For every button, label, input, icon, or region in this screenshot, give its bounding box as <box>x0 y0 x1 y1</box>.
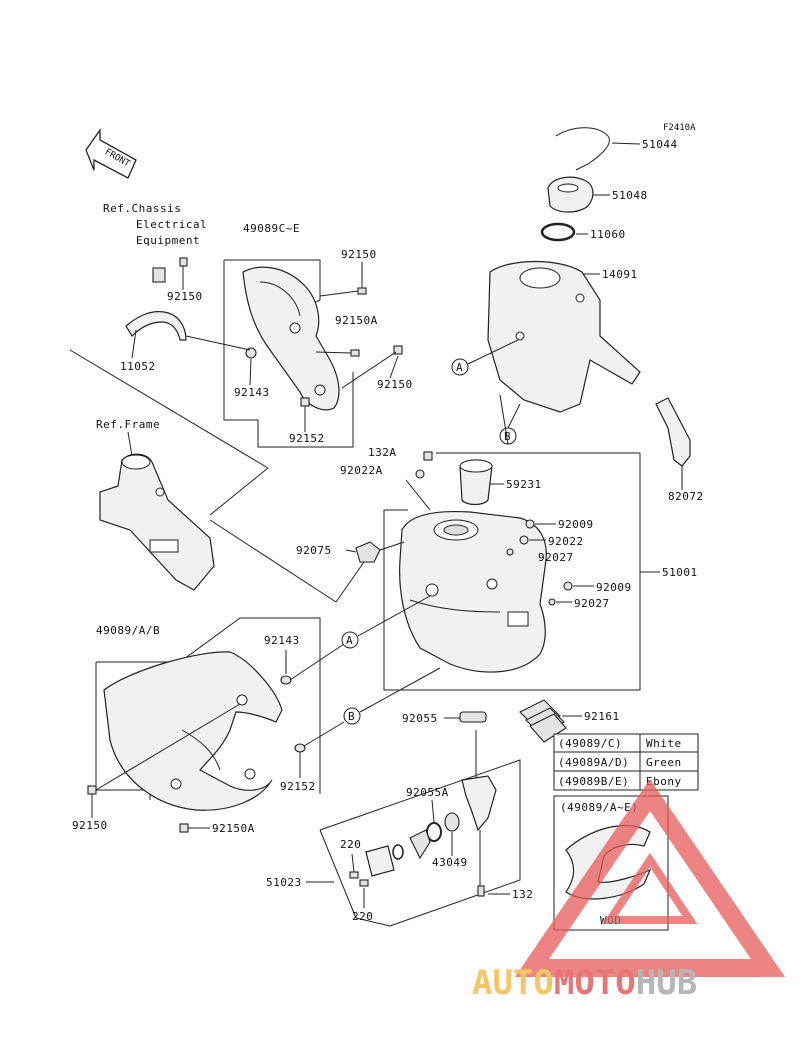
part-92150-top: 92150 <box>341 248 377 261</box>
pipe-11052 <box>125 311 187 341</box>
part-51023: 51023 <box>266 876 302 889</box>
group-label-decal: (49089/A~E) <box>560 801 638 814</box>
grommet-92075 <box>355 541 381 563</box>
decal-box <box>553 795 669 931</box>
breather-hose <box>555 127 610 171</box>
part-11052: 11052 <box>120 360 156 373</box>
part-92150-left: 92150 <box>167 290 203 303</box>
part-92009-b: 92009 <box>596 581 632 594</box>
part-51048: 51048 <box>612 189 648 202</box>
part-92150a-low: 92150A <box>212 822 255 835</box>
o-ring-43049 <box>444 812 460 832</box>
lower-shroud <box>103 651 283 811</box>
callout-a-lower <box>341 631 359 649</box>
part-92150-mid: 92150 <box>377 378 413 391</box>
gasket-11060 <box>540 222 576 242</box>
frame-section <box>99 453 215 591</box>
part-59231: 59231 <box>506 478 542 491</box>
part-220-b: 220 <box>352 910 373 923</box>
part-220-a: 220 <box>340 838 361 851</box>
part-92027-b: 92027 <box>574 597 610 610</box>
color-name-2: Ebony <box>646 775 682 788</box>
group-label-upper-shroud: 49089C~E <box>243 222 300 235</box>
part-82072: 82072 <box>668 490 704 503</box>
color-code-0: (49089/C) <box>558 737 622 750</box>
color-name-0: White <box>646 737 682 750</box>
part-92152-low: 92152 <box>280 780 316 793</box>
callout-a-lower-label: A <box>346 634 353 647</box>
upper-shroud-box <box>223 260 354 448</box>
bracket-82072 <box>655 397 691 467</box>
part-132: 132 <box>512 888 533 901</box>
part-14091: 14091 <box>602 268 638 281</box>
color-code-2: (49089B/E) <box>558 775 629 788</box>
automotohub-watermark: AUTOMOTOHUB <box>472 779 786 1003</box>
lever-plate <box>365 845 395 877</box>
lower-shroud-box <box>96 617 321 794</box>
diagram-code: F2410A <box>663 123 696 133</box>
part-92055: 92055 <box>402 712 438 725</box>
part-11060: 11060 <box>590 228 626 241</box>
ref-frame-label: Ref.Frame <box>96 418 160 431</box>
color-name-1: Green <box>646 756 682 769</box>
clamp <box>152 267 166 283</box>
part-43049: 43049 <box>432 856 468 869</box>
ref-chassis-line1: Ref.Chassis <box>103 202 181 215</box>
watermark-auto: AUTO <box>472 963 554 1003</box>
part-92150-low: 92150 <box>72 819 108 832</box>
color-table: (49089/C) White (49089A/D) Green (49089B… <box>553 733 699 791</box>
part-92027-a: 92027 <box>538 551 574 564</box>
callout-a-upper-label: A <box>456 361 463 374</box>
part-92143-top: 92143 <box>234 386 270 399</box>
callout-b-upper-label: B <box>504 430 511 443</box>
part-132a: 132A <box>368 446 397 459</box>
front-arrow-icon: FRONT <box>85 127 137 179</box>
part-92143-low: 92143 <box>264 634 300 647</box>
svg-text:AUTOMOTOHUB: AUTOMOTOHUB <box>472 963 697 1003</box>
tank-cap <box>547 176 594 213</box>
pads-92161 <box>519 699 567 743</box>
part-92022a: 92022A <box>340 464 383 477</box>
fuel-cock-box <box>319 759 521 927</box>
part-92161: 92161 <box>584 710 620 723</box>
callout-b-lower-label: B <box>348 710 355 723</box>
watermark-hub: HUB <box>636 963 697 1003</box>
part-92075: 92075 <box>296 544 332 557</box>
part-51044: 51044 <box>642 138 678 151</box>
color-code-1: (49089A/D) <box>558 756 629 769</box>
fuel-tank-box <box>383 452 641 691</box>
callout-a-upper <box>451 358 469 376</box>
part-92009-a: 92009 <box>558 518 594 531</box>
part-92022: 92022 <box>548 535 584 548</box>
group-label-lower-shroud: 49089/A/B <box>96 624 160 637</box>
watermark-moto: MOTO <box>554 963 636 1003</box>
part-92150a-top: 92150A <box>335 314 378 327</box>
ref-chassis-line2: Electrical <box>136 218 207 231</box>
fuel-cock <box>461 775 497 832</box>
part-92152-top: 92152 <box>289 432 325 445</box>
tank-cover <box>487 260 641 413</box>
filter-92055 <box>459 711 487 723</box>
part-92055a: 92055A <box>406 786 449 799</box>
callout-b-lower <box>343 707 361 725</box>
ref-chassis-line3: Equipment <box>136 234 200 247</box>
upper-shroud <box>242 266 340 411</box>
part-51001: 51001 <box>662 566 698 579</box>
